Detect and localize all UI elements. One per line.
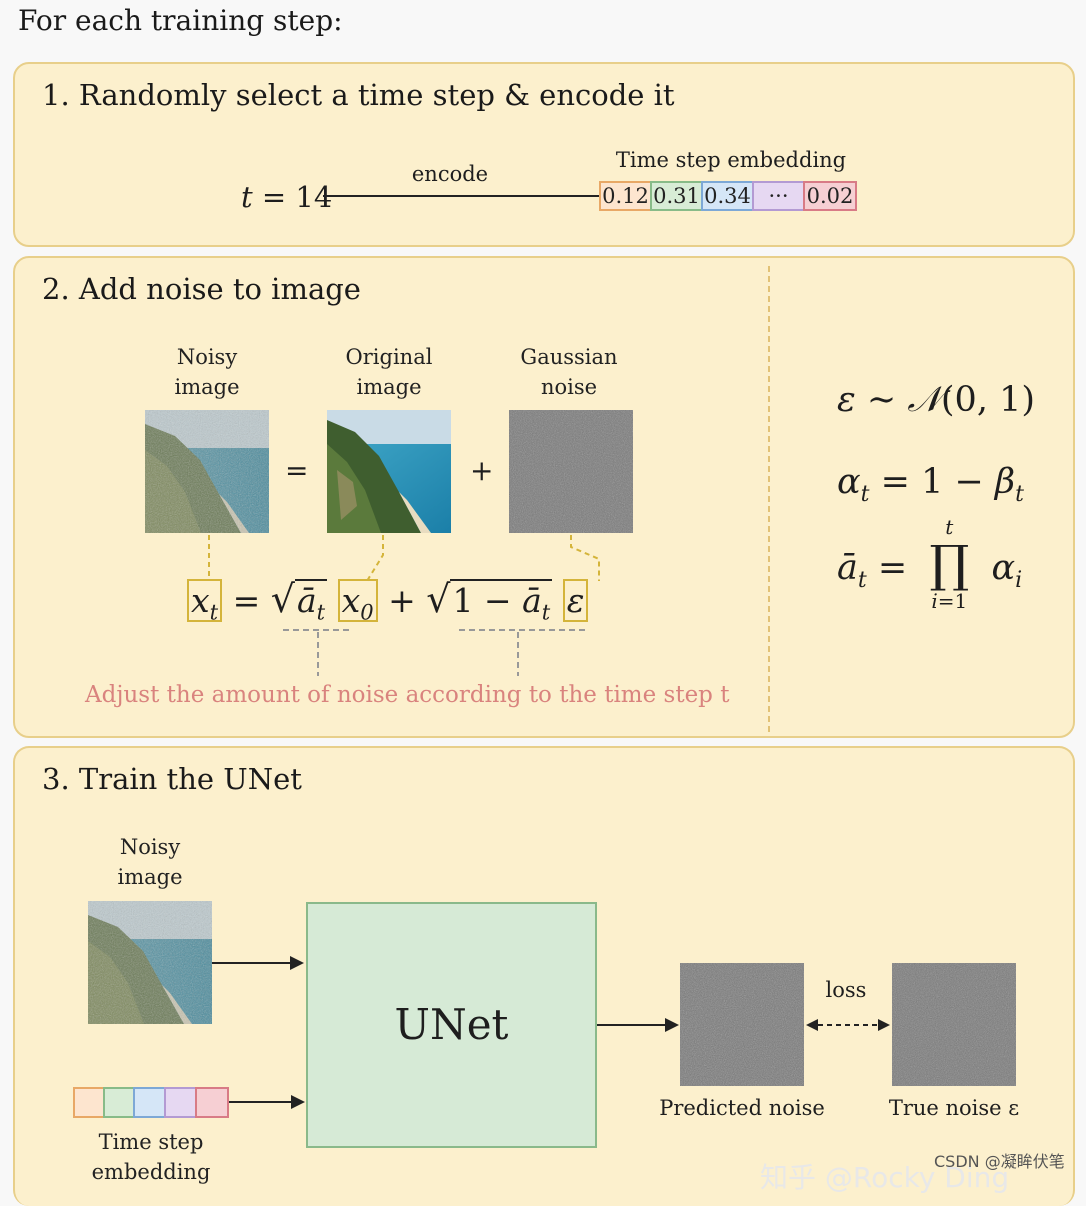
predicted-noise-label: Predicted noise <box>659 1096 825 1120</box>
embedding-cell-3: 0.34 <box>701 181 754 211</box>
alpha-definition: αt = 1 − βt <box>837 462 1025 507</box>
x0-term: x0 <box>337 579 378 625</box>
csdn-watermark: CSDN @凝眸伏笔 <box>934 1152 1065 1171</box>
t-value: t = 14 <box>241 180 332 214</box>
embedding-cell-2: 0.31 <box>650 181 703 211</box>
noise-note: Adjust the amount of noise according to … <box>85 682 730 708</box>
alpha-bar-definition: āt = t ∏ i=1 αi <box>837 515 1023 613</box>
plus-sign: + <box>470 454 494 487</box>
step-2-title: 2. Add noise to image <box>42 272 361 306</box>
unet-to-prediction-arrow <box>597 1018 679 1032</box>
embedding-to-unet-arrow <box>229 1095 305 1109</box>
noisy-to-unet-arrow <box>212 956 304 970</box>
unet-embedding-cell-1 <box>73 1087 105 1118</box>
coefficient-brackets <box>283 629 587 676</box>
original-image <box>327 410 451 533</box>
epsilon-distribution: ε ∼ 𝒩(0, 1) <box>837 380 1036 420</box>
embedding-vector: 0.12 0.31 0.34 ··· 0.02 <box>599 181 857 211</box>
loss-arrow <box>806 1019 890 1031</box>
xt-term: xt <box>187 579 223 625</box>
true-noise-label: True noise ε <box>888 1096 1020 1120</box>
panel-step-1: 1. Randomly select a time step & encode … <box>13 62 1075 247</box>
t-equals-14: = 14 <box>261 180 333 214</box>
epsilon-term: ε <box>562 579 589 622</box>
true-noise-image <box>892 963 1016 1086</box>
unet-embedding-cell-2 <box>103 1087 135 1118</box>
t-variable: t <box>241 180 253 214</box>
panel-divider <box>768 266 770 732</box>
equals-sign: = <box>285 454 309 487</box>
loss-label: loss <box>825 978 867 1002</box>
predicted-noise-image <box>680 963 804 1086</box>
page-header: For each training step: <box>18 4 343 37</box>
step-3-title: 3. Train the UNet <box>42 762 302 796</box>
step-1-title: 1. Randomly select a time step & encode … <box>42 78 675 112</box>
embedding-cell-1: 0.12 <box>599 181 652 211</box>
gaussian-noise-image <box>509 410 633 533</box>
noise-equation: xt = √āt x0 + √1 − āt ε <box>187 576 589 636</box>
unet-noisy-image <box>88 901 212 1024</box>
embedding-caption: Time step embedding <box>615 148 847 172</box>
unet-block: UNet <box>306 902 597 1148</box>
unet-embedding-cell-5 <box>195 1087 229 1118</box>
image-connectors <box>208 535 600 582</box>
noisy-image <box>145 410 269 533</box>
unet-embedding-cell-3 <box>133 1087 166 1118</box>
embedding-cell-5: 0.02 <box>803 181 857 211</box>
unet-label: UNet <box>394 1000 509 1049</box>
unet-embedding-vector <box>73 1087 229 1118</box>
encode-arrow <box>323 190 611 202</box>
unet-embedding-cell-4 <box>164 1087 197 1118</box>
embedding-cell-4: ··· <box>752 181 805 211</box>
encode-label: encode <box>411 162 489 186</box>
